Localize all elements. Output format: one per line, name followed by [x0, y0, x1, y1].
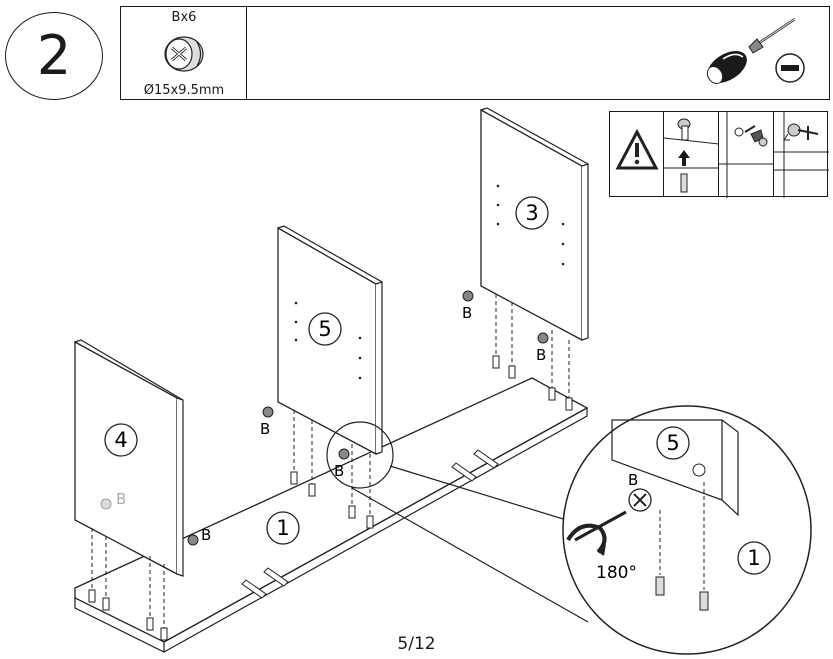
panel-1-label: 1 [276, 516, 289, 540]
panel-number-circles [104, 196, 771, 575]
base-dowels [241, 449, 499, 599]
panel-4-label: 4 [114, 428, 127, 452]
hardware-label-b: B [334, 462, 344, 480]
step-number-label: 2 [36, 24, 72, 87]
detail-panel-top-label: 5 [666, 431, 679, 455]
hardware-label-b: B [536, 346, 546, 364]
instruction-strip [609, 111, 829, 198]
cam-lock-icon [164, 36, 204, 72]
cam-rotate-icon [719, 112, 774, 198]
cam-lock-cell [774, 112, 829, 198]
step-number: 2 [5, 12, 103, 100]
page-number: 5/12 [397, 634, 436, 654]
panel-1 [74, 377, 589, 653]
hardware-label-b: B [116, 490, 126, 508]
detail-panel-bottom-label: 1 [747, 546, 760, 570]
cam-rotate-cell [719, 112, 774, 198]
panel-3-label: 3 [525, 201, 538, 225]
panel-4 [74, 339, 184, 577]
part-quantity: Bx6 [171, 10, 197, 25]
flathead-screwdriver-icon [706, 17, 795, 84]
detail-view [562, 405, 812, 655]
caution-cell [610, 112, 664, 196]
detail-hardware-label: B [628, 471, 638, 489]
vertical-dowels [88, 355, 573, 641]
caution-icon [615, 128, 659, 170]
zoom-callout [326, 421, 589, 623]
hardware-label-b: B [260, 420, 270, 438]
flat-bit-icon [775, 53, 805, 83]
part-dimensions: Ø15x9.5mm [143, 83, 225, 98]
cam-lock-done-icon [774, 112, 829, 198]
cam-insert-icon [663, 118, 720, 193]
cam-lock-markers [100, 290, 549, 546]
hardware-label-b: B [201, 526, 211, 544]
rotation-label: 180° [596, 563, 637, 583]
parts-box: Bx6 Ø15x9.5mm [120, 6, 830, 100]
cam-insert-cell [663, 112, 720, 196]
part-cell: Bx6 Ø15x9.5mm [121, 7, 247, 99]
hardware-label-b: B [462, 304, 472, 322]
dowel-guides [91, 294, 570, 628]
panel-5-label: 5 [318, 317, 331, 341]
panel-holes [294, 184, 565, 380]
